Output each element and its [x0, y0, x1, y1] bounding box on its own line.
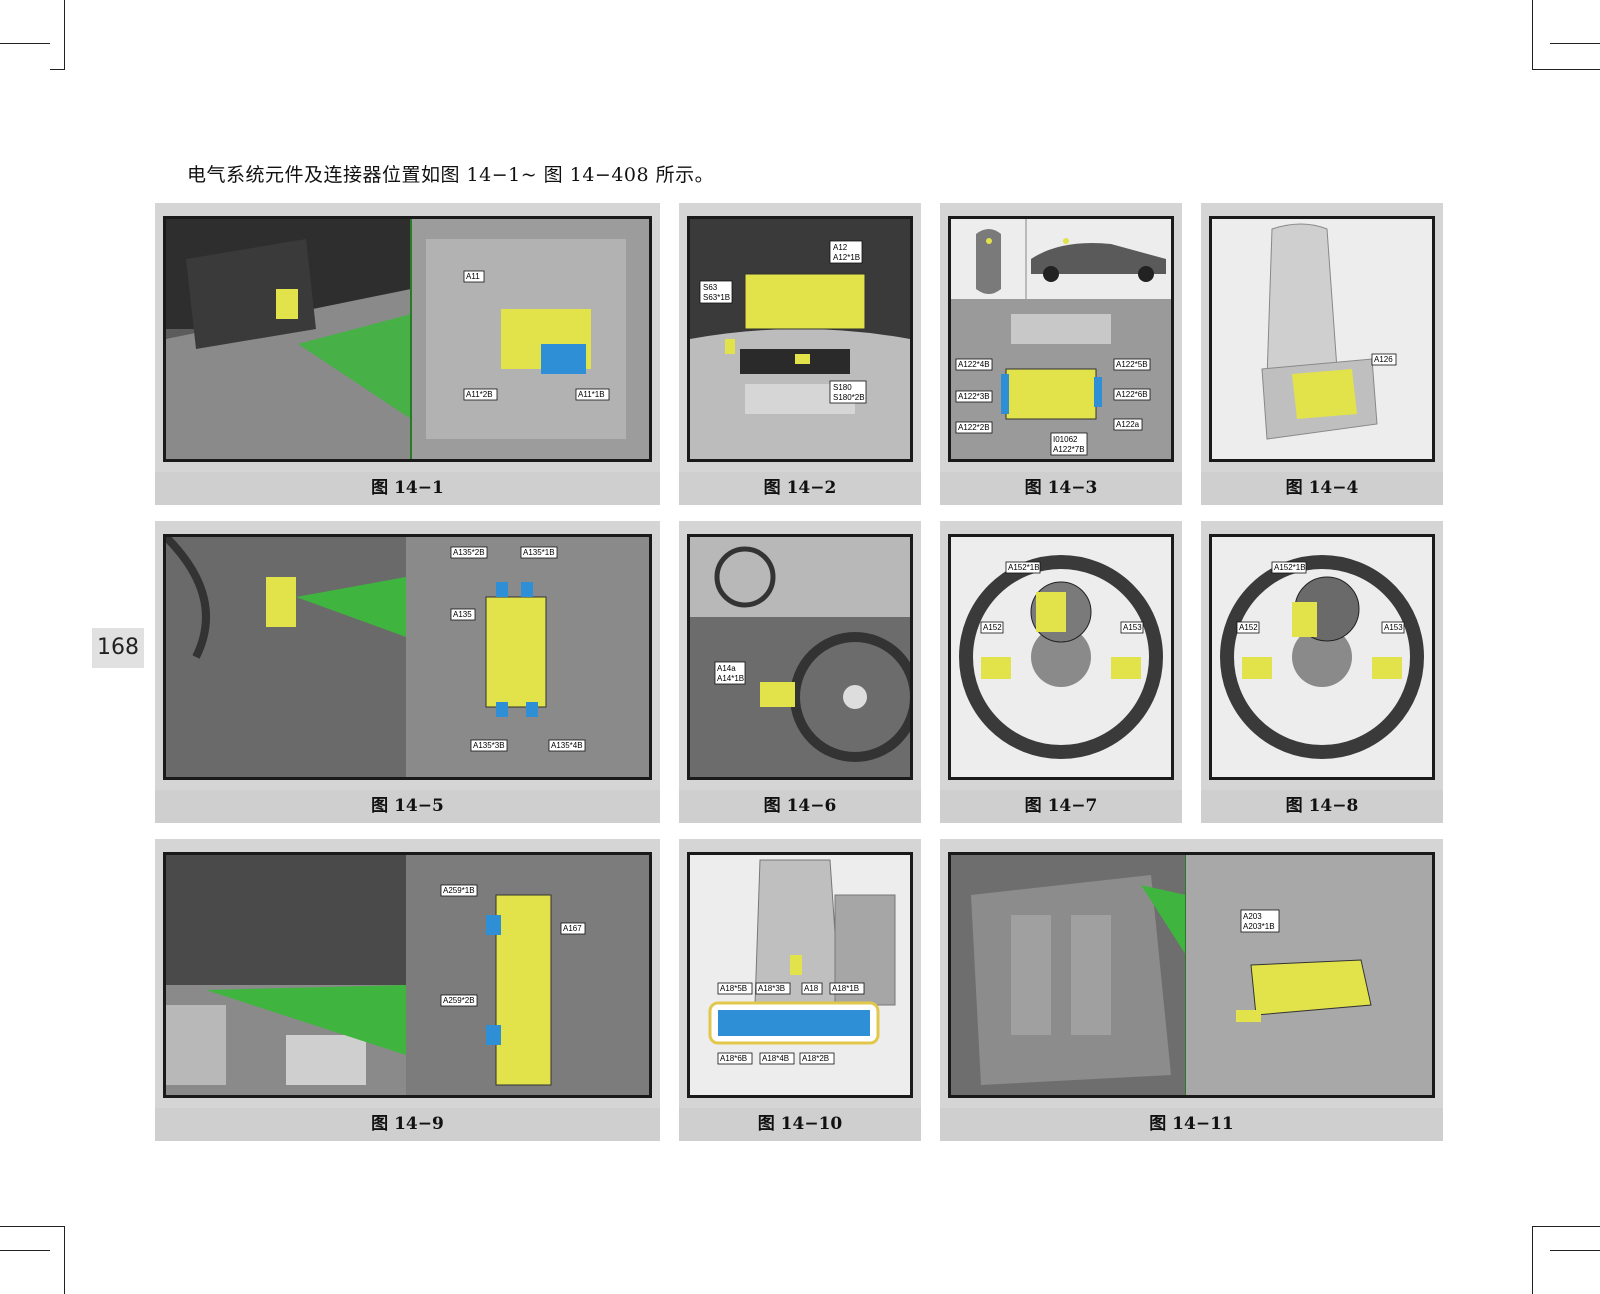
svg-text:A152*1B: A152*1B [1008, 563, 1040, 572]
svg-text:A18*6B: A18*6B [720, 1054, 747, 1063]
svg-text:A203: A203 [1243, 912, 1262, 921]
figure-caption: 图 14−11 [940, 1108, 1443, 1141]
svg-text:A18*5B: A18*5B [720, 984, 747, 993]
svg-text:A135*2B: A135*2B [453, 548, 485, 557]
figure-caption: 图 14−8 [1201, 790, 1443, 823]
svg-text:A152: A152 [1239, 623, 1258, 632]
svg-text:A135: A135 [453, 610, 472, 619]
figure-caption: 图 14−5 [155, 790, 660, 823]
svg-text:A153: A153 [1384, 623, 1403, 632]
svg-text:A11*1B: A11*1B [578, 390, 605, 399]
figure-14-7: A152*1B A152 A153 图 14−7 [940, 521, 1182, 823]
intro-text: 电气系统元件及连接器位置如图 14−1~ 图 14−408 所示。 [187, 164, 715, 186]
figure-image: A259*1B A167 A259*2B [163, 852, 652, 1098]
figure-image: A18*5B A18*3B A18 A18*1B A18*6B A18*4B A… [687, 852, 913, 1098]
svg-text:A135*3B: A135*3B [473, 741, 505, 750]
figure-caption: 图 14−3 [940, 472, 1182, 505]
figure-image: A122*4B A122*3B A122*2B A122*5B A122*6B … [948, 216, 1174, 462]
svg-text:A14*1B: A14*1B [717, 674, 744, 683]
svg-text:S180: S180 [833, 383, 852, 392]
crop-mark [1532, 1226, 1600, 1227]
figure-caption: 图 14−7 [940, 790, 1182, 823]
crop-mark [64, 0, 65, 70]
svg-text:A152*1B: A152*1B [1274, 563, 1306, 572]
svg-text:S180*2B: S180*2B [833, 393, 865, 402]
crop-mark [0, 43, 50, 44]
figure-caption: 图 14−6 [679, 790, 921, 823]
figure-image: A126 [1209, 216, 1435, 462]
figure-caption: 图 14−9 [155, 1108, 660, 1141]
svg-text:A11*2B: A11*2B [466, 390, 493, 399]
svg-text:A12: A12 [833, 243, 848, 252]
svg-text:A18*2B: A18*2B [802, 1054, 829, 1063]
svg-text:A18: A18 [804, 984, 819, 993]
figure-14-4: A126 图 14−4 [1201, 203, 1443, 505]
svg-text:A152: A152 [983, 623, 1002, 632]
svg-text:A259*2B: A259*2B [443, 996, 475, 1005]
figure-caption: 图 14−2 [679, 472, 921, 505]
figure-14-8: A152*1B A152 A153 图 14−8 [1201, 521, 1443, 823]
svg-text:A11: A11 [466, 272, 480, 281]
svg-text:A122*3B: A122*3B [958, 392, 990, 401]
svg-text:A18*3B: A18*3B [758, 984, 785, 993]
svg-text:A167: A167 [563, 924, 582, 933]
figure-caption: 图 14−10 [679, 1108, 921, 1141]
svg-text:A153: A153 [1123, 623, 1142, 632]
figure-14-1: A11 A11*2B A11*1B 图 14−1 [155, 203, 660, 505]
svg-text:A135*1B: A135*1B [523, 548, 555, 557]
crop-mark [50, 69, 65, 70]
figure-14-5: A135*2B A135*1B A135 A135*3B A135*4B 图 1… [155, 521, 660, 823]
svg-text:A14a: A14a [717, 664, 736, 673]
crop-mark [1532, 69, 1600, 70]
crop-mark [0, 1226, 65, 1227]
svg-text:A259*1B: A259*1B [443, 886, 475, 895]
figure-image: A152*1B A152 A153 [948, 534, 1174, 780]
svg-text:A122*4B: A122*4B [958, 360, 990, 369]
page-number: 168 [92, 628, 144, 668]
figure-image: A11 A11*2B A11*1B [163, 216, 652, 462]
svg-text:A203*1B: A203*1B [1243, 922, 1275, 931]
svg-text:I01062: I01062 [1053, 435, 1078, 444]
figure-image: A135*2B A135*1B A135 A135*3B A135*4B [163, 534, 652, 780]
svg-text:A122a: A122a [1116, 420, 1140, 429]
figure-14-3: A122*4B A122*3B A122*2B A122*5B A122*6B … [940, 203, 1182, 505]
crop-mark [1532, 1226, 1533, 1294]
svg-text:S63*1B: S63*1B [703, 293, 730, 302]
crop-mark [1532, 0, 1533, 70]
crop-mark [1550, 43, 1600, 44]
svg-text:A135*4B: A135*4B [551, 741, 583, 750]
svg-text:A18*4B: A18*4B [762, 1054, 789, 1063]
figure-14-9: A259*1B A167 A259*2B 图 14−9 [155, 839, 660, 1141]
crop-mark [1550, 1250, 1600, 1251]
crop-mark [0, 1250, 50, 1251]
svg-text:A122*2B: A122*2B [958, 423, 990, 432]
svg-text:S63: S63 [703, 283, 718, 292]
figure-caption: 图 14−1 [155, 472, 660, 505]
figure-caption: 图 14−4 [1201, 472, 1443, 505]
svg-text:A12*1B: A12*1B [833, 253, 860, 262]
svg-text:A122*7B: A122*7B [1053, 445, 1085, 454]
figure-14-10: A18*5B A18*3B A18 A18*1B A18*6B A18*4B A… [679, 839, 921, 1141]
svg-text:A18*1B: A18*1B [832, 984, 859, 993]
svg-text:A126: A126 [1374, 355, 1393, 364]
svg-text:A122*6B: A122*6B [1116, 390, 1148, 399]
svg-text:A122*5B: A122*5B [1116, 360, 1148, 369]
figure-image: A152*1B A152 A153 [1209, 534, 1435, 780]
crop-mark [64, 1226, 65, 1294]
